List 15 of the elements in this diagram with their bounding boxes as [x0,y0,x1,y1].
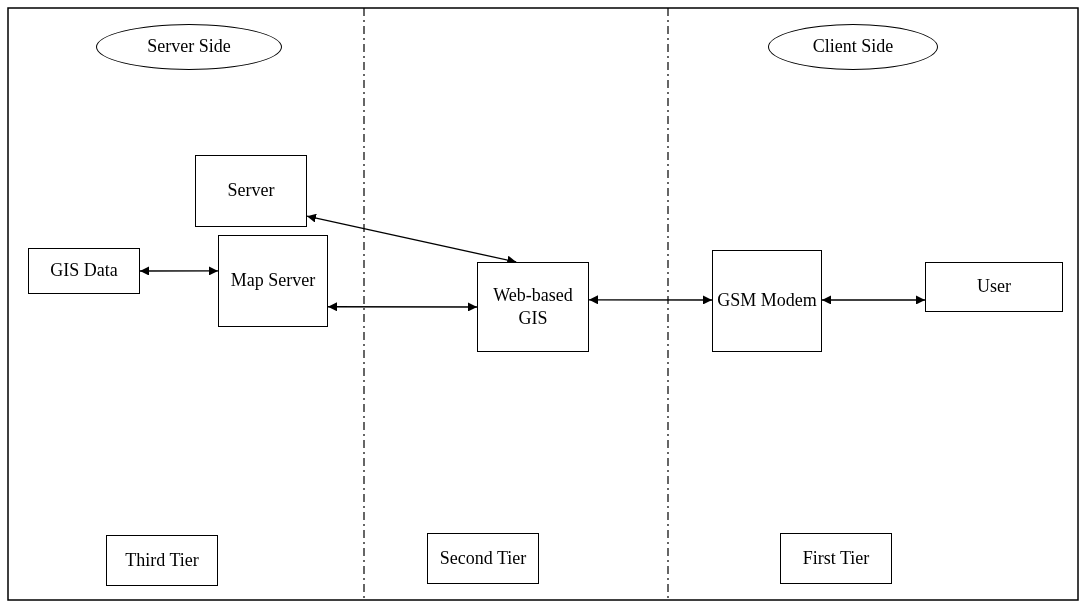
double-arrow [139,266,219,276]
component-box: GIS Data [28,248,140,294]
component-box: Map Server [218,235,328,327]
tier-label-box: Second Tier [427,533,539,584]
component-box: User [925,262,1063,312]
side-ellipse: Server Side [96,24,282,70]
side-ellipse: Client Side [768,24,938,70]
double-arrow [821,295,926,305]
component-box: Web-based GIS [477,262,589,352]
component-box: GSM Modem [712,250,822,352]
component-box: Server [195,155,307,227]
double-arrow [327,302,478,312]
tier-label-box: First Tier [780,533,892,584]
tier-label-box: Third Tier [106,535,218,586]
double-arrow [588,295,713,305]
